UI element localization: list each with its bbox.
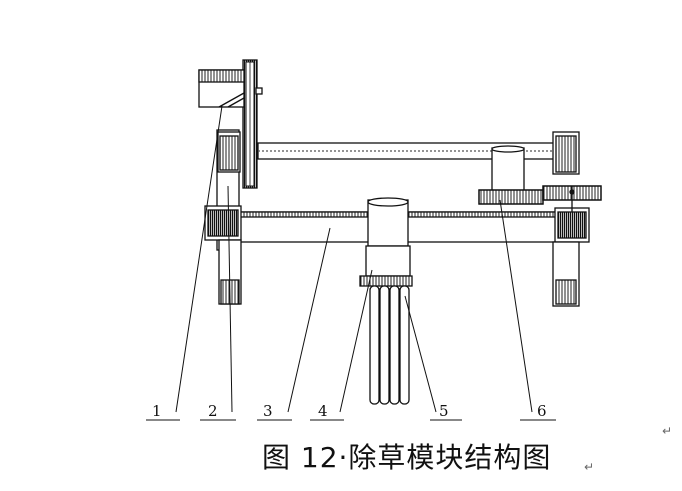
callout-label-4: 4 — [318, 402, 328, 420]
paragraph-mark-right: ↵ — [662, 424, 673, 438]
paragraph-mark-caption: ↵ — [584, 460, 595, 474]
cutter-blades — [369, 285, 410, 405]
leader-line-6 — [499, 199, 533, 413]
callout-label-5: 5 — [439, 402, 449, 420]
leader-line-2 — [227, 185, 233, 413]
right-wheel-assembly — [552, 131, 590, 307]
right-gear-pair — [478, 145, 602, 212]
leader-line-5 — [404, 295, 437, 413]
figure-caption: 图 12·除草模块结构图 — [262, 441, 552, 474]
callout-label-1: 1 — [152, 402, 162, 420]
leader-line-4 — [339, 269, 373, 413]
leader-line-3 — [287, 227, 331, 413]
left-wheel-assembly — [204, 131, 242, 305]
vertical-gear — [242, 59, 258, 189]
callout-label-2: 2 — [208, 402, 218, 420]
cutter-head — [359, 197, 413, 405]
callout-label-6: 6 — [537, 402, 547, 420]
callout-label-3: 3 — [263, 402, 273, 420]
leader-line-1 — [175, 105, 223, 413]
